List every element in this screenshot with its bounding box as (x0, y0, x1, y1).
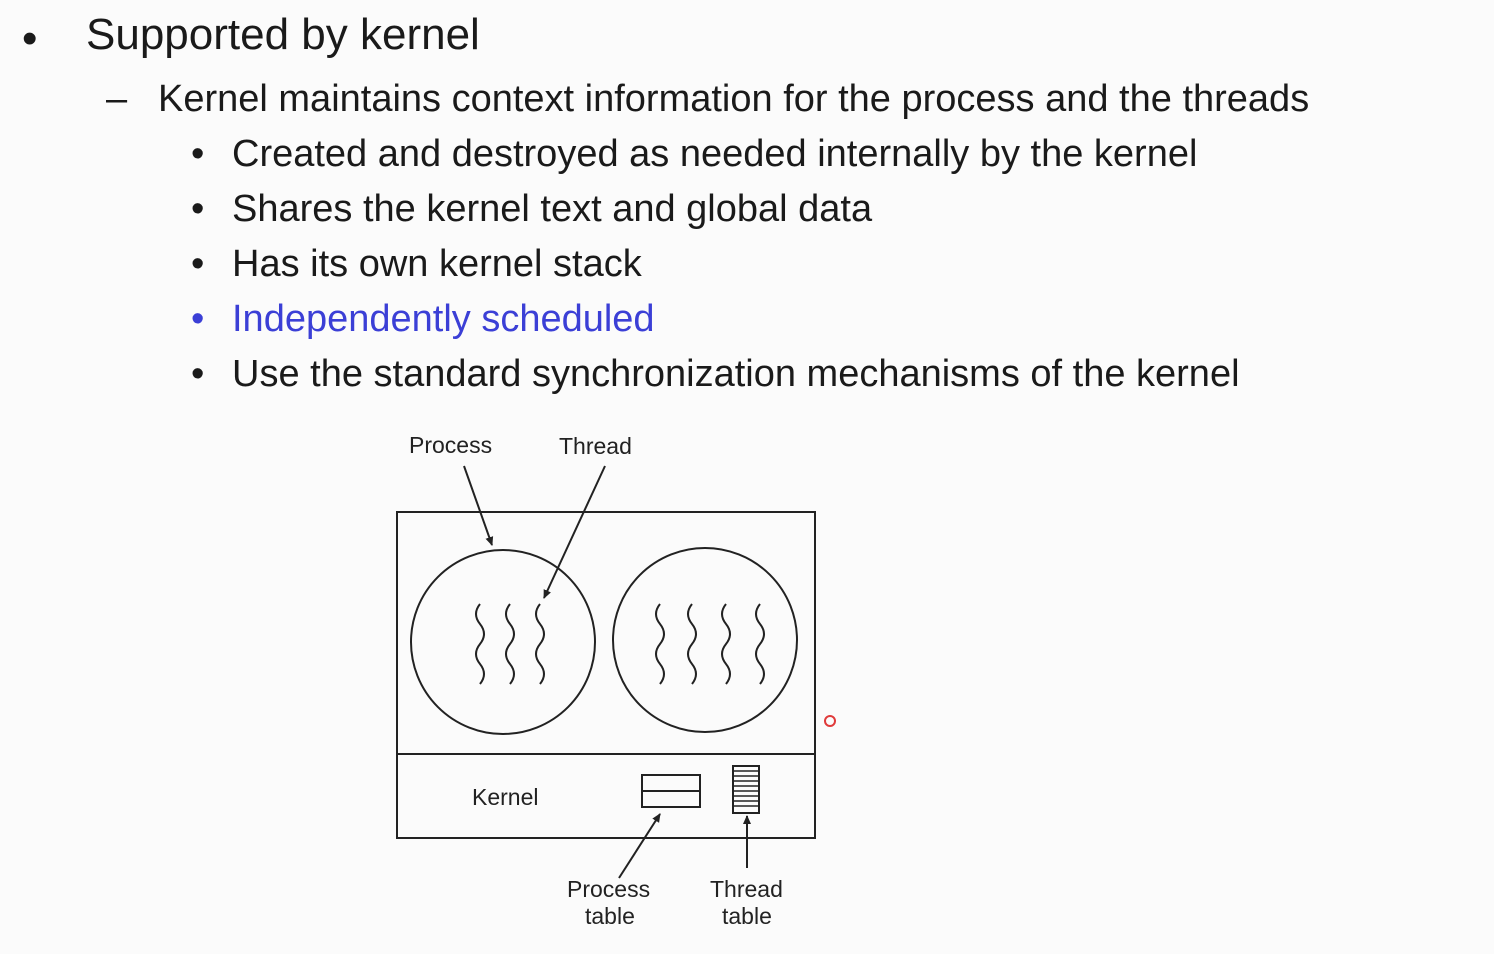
bullet-marker: • (191, 353, 205, 395)
label-thread-table-2: table (722, 903, 772, 929)
thread-squiggle (721, 603, 731, 685)
bullet-marker: • (191, 188, 205, 230)
label-process-table-1: Process (567, 876, 650, 902)
item-synchronization: Use the standard synchronization mechani… (232, 353, 1240, 395)
thread-table-icon (732, 765, 760, 814)
thread-squiggle (755, 603, 765, 685)
thread-squiggle (475, 603, 485, 685)
item-created-destroyed: Created and destroyed as needed internal… (232, 133, 1198, 175)
subpoint-kernel-context: Kernel maintains context information for… (158, 78, 1310, 120)
thread-squiggle (535, 603, 545, 685)
thread-squiggle (505, 603, 515, 685)
process-table-icon (641, 774, 701, 808)
heading-supported-by-kernel: Supported by kernel (86, 10, 480, 59)
dash-marker: – (106, 78, 128, 120)
arrow-thread (543, 465, 606, 599)
label-thread: Thread (559, 433, 632, 459)
bullet-marker: • (22, 14, 38, 63)
process-circle-2 (612, 547, 798, 733)
bullet-marker: • (191, 133, 205, 175)
item-independently-scheduled: Independently scheduled (232, 298, 655, 340)
thread-squiggle (687, 603, 697, 685)
item-own-kernel-stack: Has its own kernel stack (232, 243, 642, 285)
laser-pointer-dot (824, 715, 836, 727)
label-process: Process (409, 432, 492, 458)
thread-squiggle (655, 603, 665, 685)
arrow-process-table (618, 813, 661, 879)
label-kernel: Kernel (472, 784, 538, 810)
bullet-marker: • (191, 298, 205, 340)
arrow-process (463, 465, 494, 546)
label-process-table-2: table (585, 903, 635, 929)
label-thread-table-1: Thread (710, 876, 783, 902)
item-shares-kernel-text: Shares the kernel text and global data (232, 188, 873, 230)
user-space-box (396, 511, 816, 839)
bullet-marker: • (191, 243, 205, 285)
process-circle-1 (410, 549, 596, 735)
